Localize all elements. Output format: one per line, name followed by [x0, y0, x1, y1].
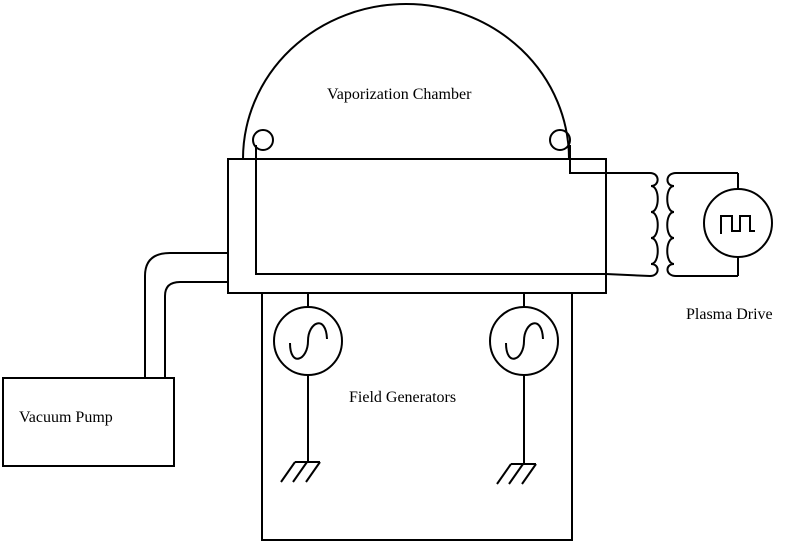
- transformer-primary: [605, 172, 659, 278]
- chamber-dome: [242, 3, 570, 160]
- vacuum-pipe-outer: [144, 252, 228, 378]
- sine-wave-icon: [289, 322, 328, 360]
- electrode-left-icon: [252, 129, 274, 151]
- vacuum-pump: [2, 377, 175, 467]
- ground-icon: [280, 461, 321, 483]
- chamber-label: Vaporization Chamber: [327, 86, 472, 103]
- inner-wire-left: [255, 145, 606, 275]
- field-generator-enclosure: [261, 293, 573, 541]
- vacuum-pipe-inner: [164, 281, 228, 378]
- ground-icon: [496, 463, 537, 485]
- plasma-drive-source: [703, 188, 773, 258]
- inner-wire-right: [569, 145, 606, 174]
- vacuum-pump-label: Vacuum Pump: [19, 409, 113, 426]
- transformer-secondary: [666, 172, 738, 277]
- square-wave-icon: [720, 215, 755, 234]
- plasma-drive-label: Plasma Drive: [686, 306, 773, 323]
- electrode-right-icon: [549, 129, 571, 151]
- sine-wave-icon: [505, 322, 544, 360]
- chamber-body: [227, 158, 607, 294]
- field-generators-label: Field Generators: [349, 389, 456, 406]
